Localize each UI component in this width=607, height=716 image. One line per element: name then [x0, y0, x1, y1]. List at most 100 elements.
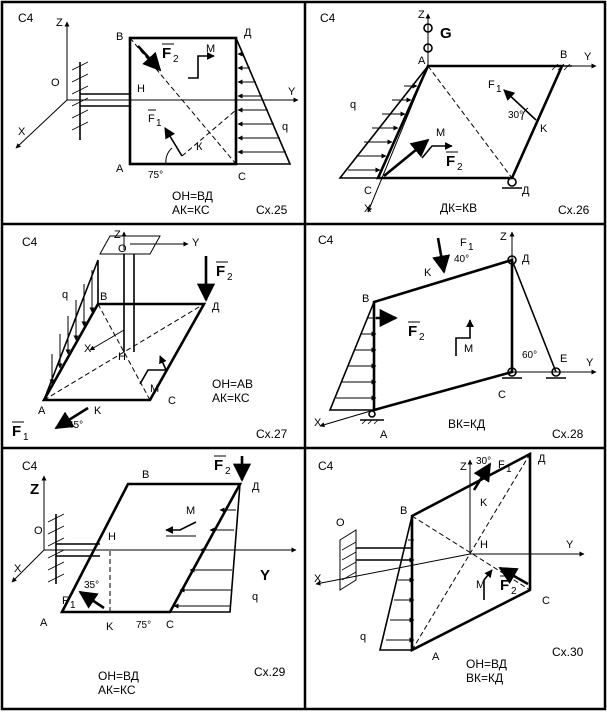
svg-text:Д: Д	[212, 301, 220, 313]
axis-x	[15, 99, 68, 149]
svg-text:F: F	[214, 457, 223, 474]
svg-text:H: H	[118, 351, 126, 363]
label-a: А	[116, 163, 124, 175]
svg-text:B: B	[142, 469, 149, 481]
svg-text:A: A	[380, 429, 388, 441]
plate	[375, 64, 565, 180]
load-arrows	[173, 507, 236, 609]
scheme-caption: Сх.28	[552, 427, 584, 441]
load-arrows	[386, 539, 415, 643]
label-d: Д	[244, 27, 252, 39]
svg-text:F: F	[408, 323, 417, 340]
svg-text:O: O	[336, 517, 345, 529]
svg-text:1: 1	[506, 464, 512, 475]
svg-text:F: F	[12, 423, 21, 440]
svg-text:A: A	[38, 405, 46, 417]
svg-text:F: F	[500, 577, 509, 594]
panel-scheme-30: С4 Сх.30 ОН=ВД ВК=КД Z Y X O H B Д K C A	[314, 451, 585, 685]
svg-text:ВК=КД: ВК=КД	[466, 671, 503, 685]
svg-text:X: X	[314, 417, 322, 429]
wall-support	[339, 529, 357, 591]
scheme-caption: Сх.27	[256, 427, 288, 441]
svg-text:2: 2	[419, 332, 425, 343]
rod-de	[511, 259, 557, 373]
svg-text:АК=КС: АК=КС	[98, 683, 136, 697]
svg-text:K: K	[540, 123, 548, 135]
force-f1-label: F	[148, 113, 155, 125]
wall-support	[71, 61, 89, 140]
load-arrows	[348, 83, 418, 173]
distributed-load	[328, 301, 375, 411]
scheme-code: С4	[22, 235, 38, 249]
svg-text:A: A	[432, 651, 440, 663]
svg-text:ОН=ВД: ОН=ВД	[466, 657, 507, 671]
svg-text:ВК=КД: ВК=КД	[448, 417, 485, 431]
svg-text:1: 1	[496, 84, 502, 95]
svg-text:M: M	[464, 343, 473, 355]
equality-line: ОН=ВД	[172, 189, 213, 203]
load-arrows	[49, 270, 95, 385]
svg-text:B: B	[362, 293, 369, 305]
force-f2-arrow	[383, 138, 430, 178]
svg-text:2: 2	[511, 586, 517, 597]
force-f1-arrow	[432, 237, 451, 274]
scheme-code: С4	[318, 233, 334, 247]
svg-text:H: H	[480, 539, 488, 551]
svg-text:O: O	[34, 525, 43, 537]
svg-text:60°: 60°	[522, 350, 537, 361]
top-support	[99, 235, 161, 255]
force-f2-arrow	[498, 566, 529, 586]
hinge-top	[423, 23, 433, 33]
distributed-load-q	[168, 483, 241, 613]
label-b: В	[116, 31, 123, 43]
svg-text:B: B	[100, 291, 107, 303]
svg-text:X: X	[364, 203, 372, 215]
label-z: Z	[56, 17, 63, 29]
svg-text:M: M	[186, 505, 195, 517]
svg-text:2: 2	[173, 54, 179, 65]
equality-line: ДК=КВ	[440, 201, 477, 215]
svg-text:Y: Y	[192, 237, 200, 249]
svg-text:C: C	[364, 185, 372, 197]
load-g-label: G	[440, 25, 452, 42]
svg-text:A: A	[418, 55, 426, 67]
plate	[372, 258, 514, 412]
svg-text:Y: Y	[566, 539, 574, 551]
svg-text:q: q	[350, 99, 356, 111]
svg-text:O: O	[118, 243, 127, 255]
svg-text:C: C	[166, 619, 174, 631]
svg-text:X: X	[314, 573, 322, 585]
label-o: О	[51, 77, 60, 89]
svg-text:75°: 75°	[136, 620, 151, 631]
svg-text:E: E	[560, 353, 567, 365]
moment-m	[139, 355, 168, 385]
svg-text:35°: 35°	[84, 580, 99, 591]
svg-text:АК=КС: АК=КС	[212, 391, 250, 405]
svg-text:F: F	[446, 153, 455, 170]
panel-scheme-28: С4 Сх.28 ВК=КД Z Д B K C A X Y E 60° F 1…	[314, 231, 597, 441]
svg-text:q: q	[62, 289, 68, 301]
scheme-caption: Сх.25	[256, 203, 288, 217]
svg-text:K: K	[480, 497, 488, 509]
svg-text:Z: Z	[418, 9, 425, 21]
svg-text:2: 2	[227, 272, 233, 283]
moment-m	[188, 52, 215, 79]
support-c	[507, 367, 517, 377]
scheme-caption: Сх.30	[552, 645, 584, 659]
force-f1-arrow	[164, 127, 183, 157]
angle-label: 75°	[148, 170, 163, 181]
svg-text:Z: Z	[500, 231, 507, 243]
plate	[59, 482, 243, 614]
svg-text:q: q	[360, 631, 366, 643]
load-q-label: q	[282, 121, 288, 133]
moment-m	[455, 319, 474, 356]
svg-text:Д: Д	[522, 185, 530, 197]
load-arrows	[237, 51, 286, 155]
svg-text:Y: Y	[260, 567, 270, 584]
svg-text:Y: Y	[584, 51, 592, 63]
support-a	[360, 410, 384, 425]
svg-text:X: X	[14, 563, 22, 575]
distributed-load-q	[378, 515, 413, 651]
